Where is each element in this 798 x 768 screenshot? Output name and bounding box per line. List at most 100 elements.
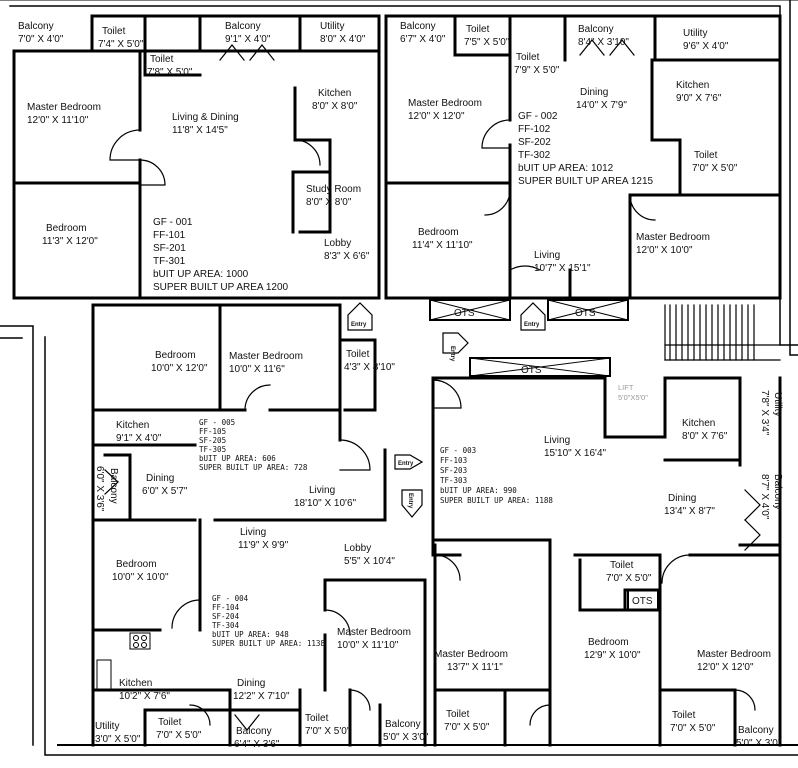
room-r2-name: Toilet [102, 26, 126, 37]
room-r30-name: Living [309, 485, 335, 496]
room-r12-name: Balcony [400, 21, 436, 32]
room-r16-dim: 9'6" X 4'0" [683, 41, 729, 52]
room-r47-dim: 7'0" X 5'0" [156, 730, 202, 741]
room-r3-name: Toilet [150, 54, 174, 65]
room-r3-dim: 7'8" X 5'0" [147, 67, 193, 78]
room-r25-name: Master Bedroom [229, 351, 303, 362]
unit-003-line-6: SUPER BUILT UP AREA: 1188 [440, 496, 553, 505]
room-r26-dim: 4'3" X 8'10" [344, 362, 395, 373]
room-r27-dim: 9'1" X 4'0" [116, 433, 162, 444]
room-r26-name: Toilet [346, 349, 370, 360]
room-r47-name: Toilet [158, 717, 182, 728]
room-r8-dim: 8'0" X 8'0" [312, 101, 358, 112]
room-r18-dim: 14'0" X 7'9" [576, 100, 627, 111]
room-r11-name: Lobby [324, 238, 351, 249]
unit-003-line-4: TF-303 [440, 476, 467, 485]
room-r27-name: Kitchen [116, 420, 149, 431]
lift-dim-label: 5'0"X5'0" [618, 393, 648, 402]
room-r43-dim: 12'0" X 12'0" [697, 662, 754, 673]
room-r7-dim: 11'8" X 14'5" [172, 125, 228, 136]
room-r4-name: Balcony [225, 21, 261, 32]
unit-004-line-1: GF - 004 [212, 594, 249, 603]
unit-003-line-2: FF-103 [440, 456, 467, 465]
room-r6-dim: 12'0" X 11'10" [27, 115, 89, 126]
unit-001-walls [12, 14, 381, 300]
unit-005-walls [91, 303, 387, 522]
room-r17-dim: 12'0" X 12'0" [408, 111, 465, 122]
room-r31-dim: 15'10" X 16'4" [544, 448, 607, 459]
room-r42-dim: 12'9" X 10'0" [584, 650, 641, 661]
ots-label-lower: OTS [632, 596, 653, 607]
unit-004-line-5: bUIT UP AREA: 948 [212, 630, 289, 639]
unit-001-line-1: GF - 001 [153, 217, 193, 228]
room-r24-name: Bedroom [155, 350, 196, 361]
room-r52-name: Toilet [672, 710, 696, 721]
room-r48-dim: 6'4" X 3'6" [234, 739, 280, 750]
room-r19-name: Kitchen [676, 80, 709, 91]
room-r29-dim: 6'0" X 5'7" [142, 486, 188, 497]
room-r5-dim: 8'0" X 4'0" [320, 34, 366, 45]
unit-002-line-1: GF - 002 [518, 111, 558, 122]
unit-002-info: GF - 002 FF-102 SF-202 TF-302 bUIT UP AR… [518, 111, 654, 187]
room-r14-name: Toilet [516, 52, 540, 63]
room-r9-dim: 8'0" X 8'0" [306, 197, 352, 208]
unit-001-line-6: SUPER BUILT UP AREA 1200 [153, 282, 289, 293]
room-r46-name: Utility [95, 721, 119, 732]
room-r31-name: Living [544, 435, 570, 446]
entry-label-5: Entry [407, 493, 413, 509]
room-r39-name: Toilet [610, 560, 634, 571]
room-r42-name: Bedroom [588, 637, 629, 648]
lift-label: LIFT [618, 383, 634, 392]
unit-005-line-4: TF-305 [199, 445, 226, 454]
room-r4-dim: 9'1" X 4'0" [225, 34, 271, 45]
room-r52-dim: 7'0" X 5'0" [670, 723, 716, 734]
room-r49-name: Toilet [305, 713, 329, 724]
ots-label-top-left: OTS [454, 308, 475, 319]
unit-001-line-4: TF-301 [153, 256, 186, 267]
ots-label-middle: OTS [521, 365, 542, 376]
room-r45-dim: 12'2" X 7'10" [233, 691, 290, 702]
room-r1-dim: 7'0" X 4'0" [18, 34, 64, 45]
room-r49-dim: 7'0" X 5'0" [305, 726, 351, 737]
room-r37-dim: 5'5" X 10'4" [344, 556, 395, 567]
room-r40-name: Master Bedroom [337, 627, 411, 638]
unit-003-line-3: SF-203 [440, 466, 467, 475]
room-r48-name: Balcony [236, 726, 272, 737]
room-r50-dim: 5'0" X 3'0" [383, 732, 429, 743]
room-r46-dim: 3'0" X 5'0" [95, 734, 141, 745]
room-r14-dim: 7'9" X 5'0" [514, 65, 560, 76]
room-r15-dim: 8'4" X 3'10" [578, 37, 629, 48]
room-r22-name: Master Bedroom [636, 232, 710, 243]
unit-005-line-1: GF - 005 [199, 418, 235, 427]
room-r7-name: Living & Dining [172, 112, 239, 123]
room-r2-dim: 7'4" X 5'0" [98, 39, 144, 50]
room-r41-name: Master Bedroom [434, 649, 508, 660]
entry-label-1: Entry [351, 322, 367, 328]
room-r32-name: Kitchen [682, 418, 715, 429]
room-r29-name: Dining [146, 473, 174, 484]
room-r53-name: Balcony [738, 725, 774, 736]
room-r10-name: Bedroom [46, 223, 87, 234]
room-r44-name: Kitchen [119, 678, 152, 689]
room-r1-name: Balcony [18, 21, 54, 32]
ots-label-top-right: OTS [575, 308, 596, 319]
door-swings [109, 119, 756, 726]
entry-label-4: Entry [398, 461, 414, 467]
room-r38-dim: 10'0" X 10'0" [112, 572, 169, 583]
unit-003-line-5: bUIT UP AREA: 990 [440, 486, 517, 495]
room-r43-name: Master Bedroom [697, 649, 771, 660]
room-r13-name: Toilet [466, 24, 490, 35]
room-r39-dim: 7'0" X 5'0" [606, 573, 652, 584]
room-r13-dim: 7'5" X 5'0" [464, 37, 510, 48]
room-r53-dim: 5'0" X 3'0" [736, 738, 782, 749]
unit-003-line-1: GF - 003 [440, 446, 476, 455]
room-r32-dim: 8'0" X 7'6" [682, 431, 728, 442]
unit-004-line-4: TF-304 [212, 621, 240, 630]
room-r28-dim: 6'0" X 3'6" [94, 466, 105, 512]
room-r41-dim: 13'7" X 11'1" [447, 662, 503, 673]
unit-002-line-3: SF-202 [518, 137, 551, 148]
room-r34-dim: 8'7" X 4'0" [759, 474, 770, 520]
room-r21-dim: 11'4" X 11'10" [412, 240, 473, 251]
staircase [664, 304, 781, 361]
room-r36-name: Living [240, 527, 266, 538]
